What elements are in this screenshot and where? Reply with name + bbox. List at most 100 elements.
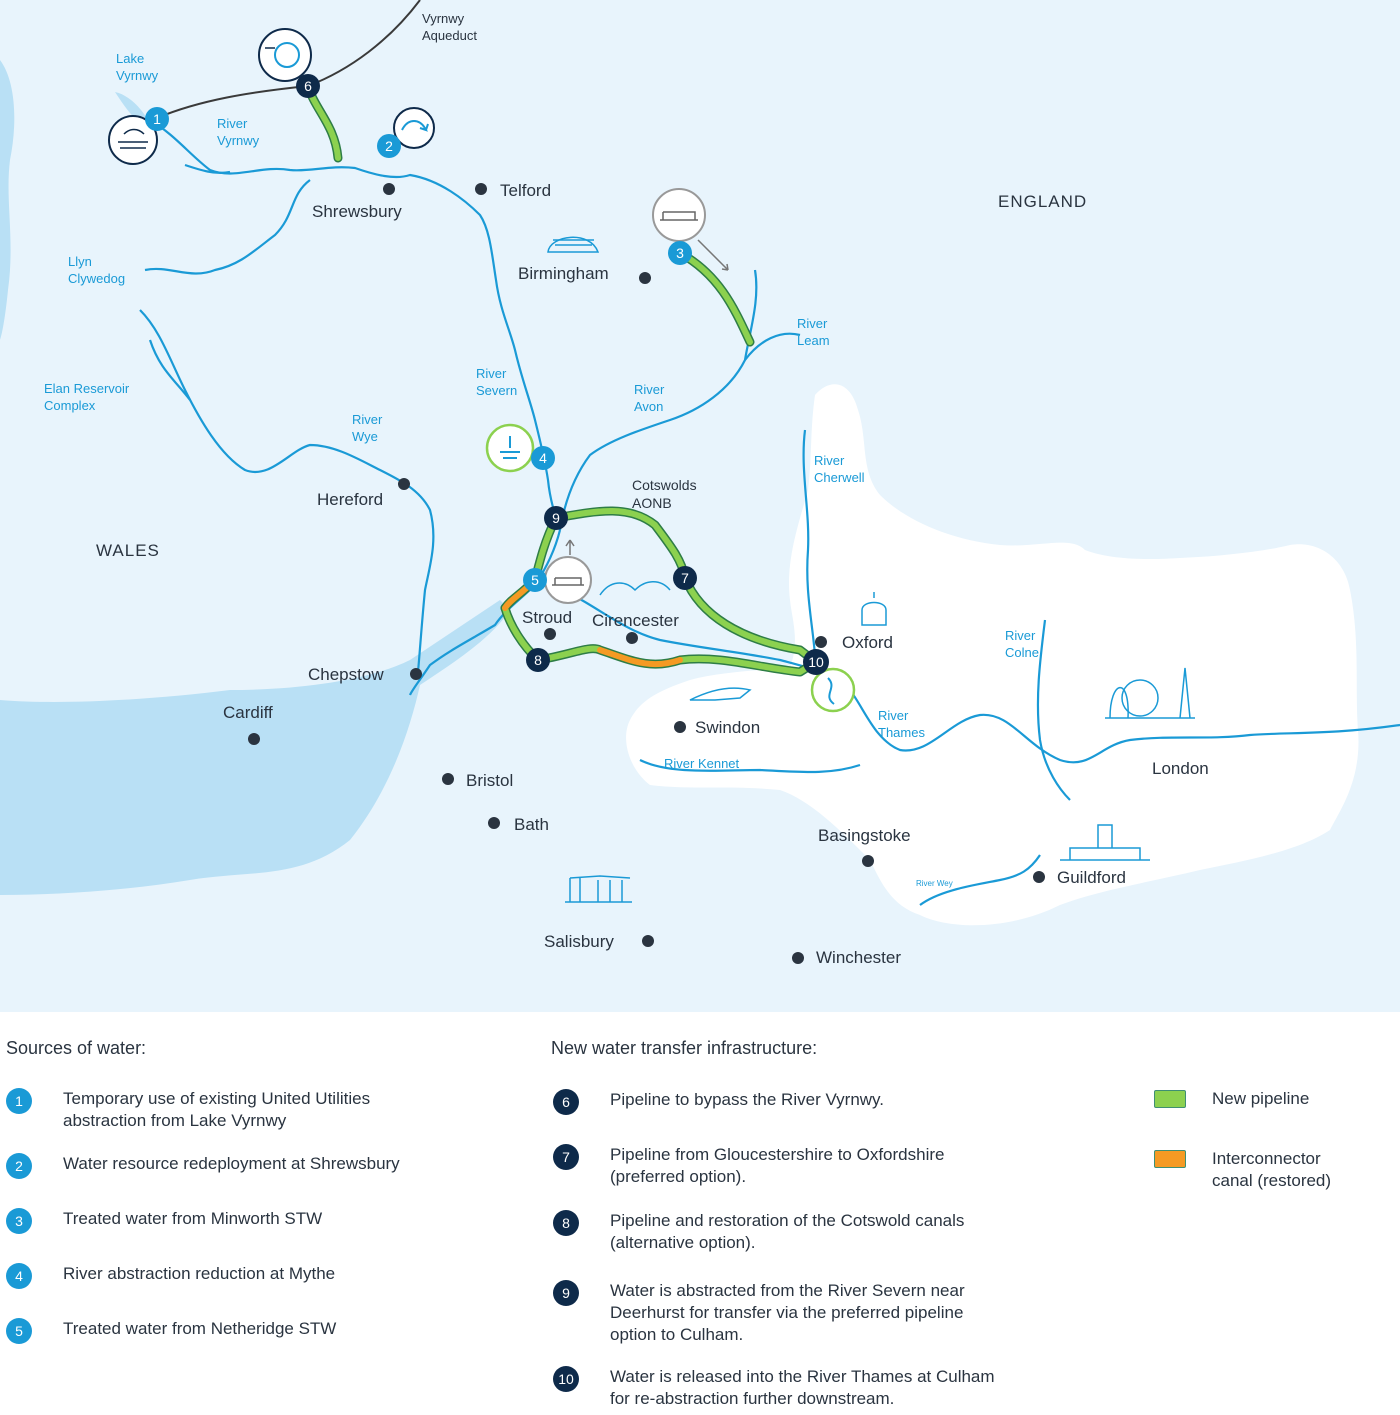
dot-telford: [475, 183, 487, 195]
dot-cardiff: [248, 733, 260, 745]
dot-stroud: [544, 628, 556, 640]
marker-5: 5: [523, 568, 547, 592]
label-shrewsbury: Shrewsbury: [312, 202, 402, 221]
label-river-leam-2: Leam: [797, 333, 830, 348]
dot-oxford: [815, 636, 827, 648]
river-kennet: [639, 759, 861, 774]
marker-9: 9: [544, 506, 568, 530]
label-wales: WALES: [96, 541, 160, 560]
legend-text: Water resource redeployment at Shrewsbur…: [63, 1154, 400, 1173]
water-labels: Lake Vyrnwy Vyrnwy Aqueduct River Vyrnwy…: [44, 11, 1039, 888]
markers: 1 2 3 4 5 6 7 8 9 10: [145, 74, 829, 675]
pipeline-3: [677, 250, 753, 345]
legend-source-5: 5 Treated water from Netheridge STW: [6, 1318, 336, 1344]
legend-num: 5: [6, 1318, 32, 1344]
label-oxford: Oxford: [842, 633, 893, 652]
legend-source-1: 1 Temporary use of existing United Utili…: [6, 1088, 370, 1132]
dot-bath: [488, 817, 500, 829]
aqueduct-valve-icon-6: [258, 28, 312, 82]
oxford-radcliffe-icon: [861, 592, 887, 626]
label-river-avon-1: River: [634, 382, 665, 397]
svg-text:6: 6: [304, 78, 312, 94]
legend-infra-title: New water transfer infrastructure:: [551, 1038, 818, 1058]
label-aonb-2: AONB: [632, 495, 672, 511]
svg-text:10: 10: [808, 654, 824, 670]
legend: Sources of water: New water transfer inf…: [0, 1012, 1400, 1415]
dot-basingstoke: [862, 855, 874, 867]
label-river-vyrnwy-1: River: [217, 116, 248, 131]
thames-basin: [626, 384, 1359, 926]
legend-infra-6: 6 Pipeline to bypass the River Vyrnwy.: [553, 1089, 884, 1115]
landmarks: [547, 236, 1195, 903]
dot-bristol: [442, 773, 454, 785]
redeploy-arrow-icon-2: [393, 107, 435, 149]
label-river-cherwell-1: River: [814, 453, 845, 468]
london-skyline-icon: [1105, 667, 1195, 719]
legend-num: 4: [6, 1263, 32, 1289]
svg-text:5: 5: [531, 572, 539, 588]
label-england: ENGLAND: [998, 192, 1087, 211]
label-river-colne-2: Colne: [1005, 645, 1039, 660]
legend-text: Pipeline to bypass the River Vyrnwy.: [610, 1090, 885, 1109]
label-river-leam-1: River: [797, 316, 828, 331]
river-abstraction-icon-4: [485, 423, 535, 473]
label-river-wye-2: Wye: [352, 429, 378, 444]
marker-8: 8: [526, 648, 550, 672]
river-thames: [559, 588, 1400, 764]
legend-source-2: 2 Water resource redeployment at Shrewsb…: [6, 1153, 400, 1179]
key-pipeline-label: New pipeline: [1212, 1089, 1310, 1108]
legend-num: 8: [553, 1210, 579, 1236]
river-cherwell: [802, 429, 817, 656]
river-leam: [744, 332, 801, 361]
dot-chepstow: [410, 668, 422, 680]
river-colne: [1036, 619, 1071, 801]
svg-text:3: 3: [676, 245, 684, 261]
label-lake-vyrnwy-1: Lake: [116, 51, 144, 66]
map-canvas: 1 2 3 4 5 6 7 8 9 10 ENGLAND WALES Shrew…: [0, 0, 1400, 1012]
label-river-thames-2: Thames: [878, 725, 925, 740]
stonehenge-icon: [565, 875, 632, 903]
label-llyn-clywedog-1: Llyn: [68, 254, 92, 269]
svg-text:9: 9: [552, 510, 560, 526]
svg-text:7: 7: [681, 570, 689, 586]
guildford-cathedral-icon: [1060, 824, 1150, 861]
svg-text:4: 4: [539, 450, 547, 466]
label-elan-1: Elan Reservoir: [44, 381, 130, 396]
label-london: London: [1152, 759, 1209, 778]
city-labels: Shrewsbury Telford Birmingham Hereford S…: [223, 181, 1209, 967]
river-elan: [148, 339, 191, 401]
label-llyn-clywedog-2: Clywedog: [68, 271, 125, 286]
label-river-avon-2: Avon: [634, 399, 663, 414]
marker-10: 10: [803, 649, 829, 675]
svg-text:1: 1: [153, 111, 161, 127]
label-river-kennet: River Kennet: [664, 756, 740, 771]
legend-text: Treated water from Netheridge STW: [63, 1319, 337, 1338]
label-river-wye-1: River: [352, 412, 383, 427]
legend-num: 7: [553, 1144, 579, 1170]
legend-text: Temporary use of existing United Utiliti…: [63, 1089, 371, 1130]
swatch-canal: [1154, 1150, 1186, 1168]
uffington-horse-icon: [689, 687, 752, 701]
label-cardiff: Cardiff: [223, 703, 273, 722]
label-aqueduct-2: Aqueduct: [422, 28, 477, 43]
dot-guildford: [1033, 871, 1045, 883]
label-chepstow: Chepstow: [308, 665, 384, 684]
legend-infra-7: 7 Pipeline from Gloucestershire to Oxfor…: [553, 1144, 944, 1188]
label-guildford: Guildford: [1057, 868, 1126, 887]
label-swindon: Swindon: [695, 718, 760, 737]
process-icons: [108, 28, 856, 713]
dot-swindon: [674, 721, 686, 733]
legend-num: 3: [6, 1208, 32, 1234]
legend-text: Treated water from Minworth STW: [63, 1209, 323, 1228]
dot-shrewsbury: [383, 183, 395, 195]
treatment-works-icon-3: [652, 188, 729, 271]
legend-sources-title: Sources of water:: [6, 1038, 147, 1058]
label-river-thames-1: River: [878, 708, 909, 723]
marker-3: 3: [668, 241, 692, 265]
key-canal-label: Interconnector canal (restored): [1212, 1149, 1332, 1190]
label-birmingham: Birmingham: [518, 264, 609, 283]
marker-7: 7: [673, 566, 697, 590]
legend-num: 10: [553, 1366, 579, 1392]
svg-text:8: 8: [534, 652, 542, 668]
sea-cardigan-bay: [0, 60, 15, 340]
